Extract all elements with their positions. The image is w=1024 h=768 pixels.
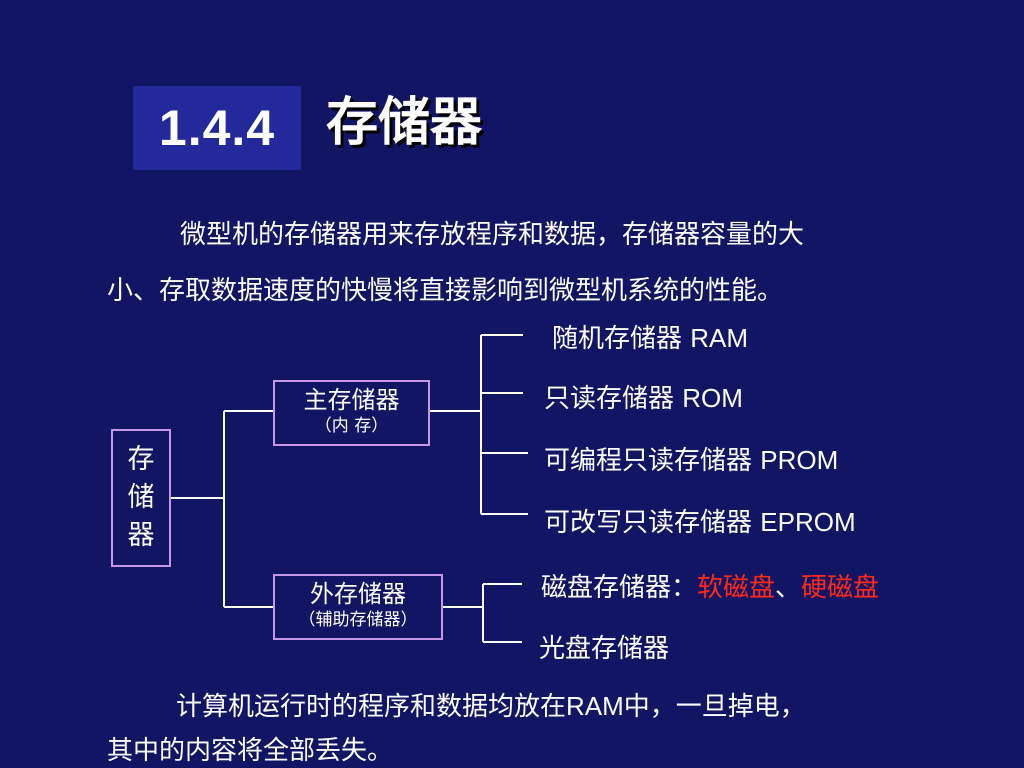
external-memory-label: 外存储器 bbox=[310, 580, 406, 608]
leaf-eprom-en: EPROM bbox=[760, 507, 856, 537]
slide-title: 存储器 bbox=[326, 92, 483, 153]
root-char-2: 储 bbox=[127, 482, 155, 513]
outro-ram: RAM bbox=[566, 691, 624, 721]
leaf-prom: 可编程只读存储器 PROM bbox=[544, 440, 838, 477]
root-char-1: 存 bbox=[127, 444, 155, 475]
main-memory-sub: （内 存） bbox=[314, 416, 389, 436]
leaf-ram-cn: 随机存储器 bbox=[552, 324, 683, 354]
leaf-eprom-cn: 可改写只读存储器 bbox=[544, 508, 753, 538]
main-memory-label: 主存储器 bbox=[303, 386, 400, 414]
node-main-memory: 主存储器 （内 存） bbox=[273, 380, 430, 446]
leaf-separator: 、 bbox=[775, 573, 802, 603]
leaf-rom: 只读存储器 ROM bbox=[544, 378, 743, 415]
node-external-memory: 外存储器 （辅助存储器） bbox=[273, 574, 443, 640]
leaf-rom-en: ROM bbox=[682, 383, 743, 413]
leaf-optical: 光盘存储器 bbox=[539, 634, 670, 664]
section-number: 1.4.4 bbox=[158, 100, 276, 156]
section-badge: 1.4.4 bbox=[133, 86, 301, 170]
leaf-disk: 磁盘存储器：软磁盘、硬磁盘 bbox=[541, 567, 879, 604]
leaf-eprom: 可改写只读存储器 EPROM bbox=[544, 502, 856, 539]
external-memory-sub: （辅助存储器） bbox=[298, 610, 418, 630]
outro-line-1-end: 中，一旦掉电， bbox=[623, 692, 806, 722]
intro-line-1: 微型机的存储器用来存放程序和数据，存储器容量的大 bbox=[180, 220, 805, 250]
leaf-ram: 随机存储器 RAM bbox=[552, 318, 748, 355]
leaf-disk-label: 磁盘存储器： bbox=[541, 573, 698, 603]
leaf-hard: 硬磁盘 bbox=[801, 573, 880, 603]
leaf-prom-en: PROM bbox=[760, 445, 839, 475]
intro-line-2: 小、存取数据速度的快慢将直接影响到微型机系统的性能。 bbox=[107, 276, 784, 306]
outro-line-2: 其中的内容将全部丢失。 bbox=[107, 736, 394, 766]
leaf-prom-cn: 可编程只读存储器 bbox=[544, 446, 753, 476]
outro-line-1: 计算机运行时的程序和数据均放在RAM中，一旦掉电， bbox=[176, 686, 806, 723]
root-node-memory: 存 储 器 bbox=[111, 429, 171, 567]
leaf-ram-en: RAM bbox=[690, 323, 749, 353]
root-char-3: 器 bbox=[127, 520, 155, 551]
outro-line-1-start: 计算机运行时的程序和数据均放在 bbox=[176, 692, 567, 722]
leaf-rom-cn: 只读存储器 bbox=[544, 384, 675, 414]
leaf-floppy: 软磁盘 bbox=[697, 573, 776, 603]
